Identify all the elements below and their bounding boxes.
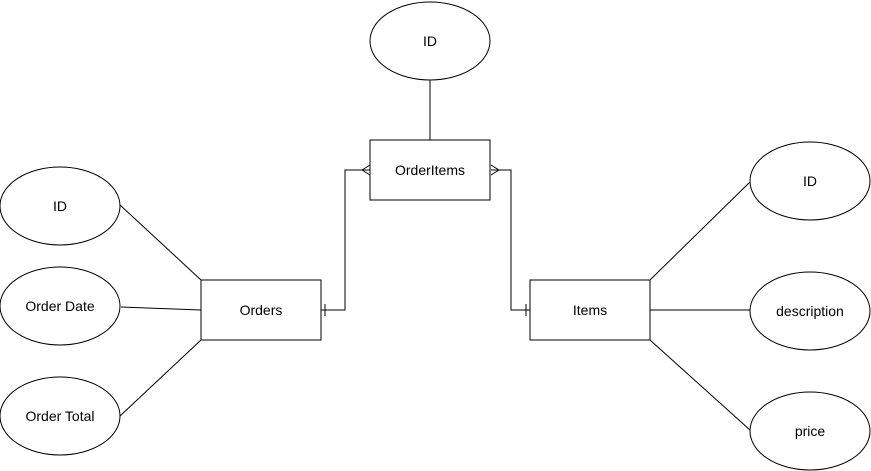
attribute-ellipse xyxy=(0,376,121,456)
entity-box xyxy=(369,139,491,201)
many-marker-upper xyxy=(361,164,371,171)
attribute-ellipse xyxy=(369,1,491,81)
attribute-label: Order Total xyxy=(26,408,95,424)
connector-orders-id xyxy=(119,204,202,281)
entity-orders: Orders xyxy=(200,279,322,341)
connector-items-id xyxy=(649,180,752,281)
attribute-order-date: Order Date xyxy=(0,266,121,346)
entity-label: Orders xyxy=(240,302,283,318)
attribute-description: description xyxy=(749,271,871,351)
many-marker-lower xyxy=(490,169,500,176)
attribute-orderitems-id: ID xyxy=(369,1,491,81)
relationship-line xyxy=(491,169,530,311)
attribute-label: price xyxy=(795,423,826,439)
attribute-ellipse xyxy=(0,166,121,246)
connector-orders-total xyxy=(119,339,202,417)
attribute-label: ID xyxy=(423,33,437,49)
entity-box xyxy=(200,279,322,341)
relationship-items-orderitems xyxy=(490,164,530,316)
attribute-order-total: Order Total xyxy=(0,376,121,456)
attribute-label: Order Date xyxy=(25,298,94,314)
attribute-price: price xyxy=(749,391,871,471)
relationship-line xyxy=(321,169,370,311)
entity-orderitems: OrderItems xyxy=(369,139,491,201)
relationship-orders-orderitems xyxy=(321,164,371,316)
attribute-ellipse xyxy=(749,141,871,221)
many-marker-lower xyxy=(361,169,371,176)
attribute-items-id: ID xyxy=(749,141,871,221)
entity-box xyxy=(529,279,651,341)
attribute-ellipse xyxy=(0,266,121,346)
attribute-ellipse xyxy=(749,271,871,351)
entity-items: Items xyxy=(529,279,651,341)
attribute-label: description xyxy=(776,303,844,319)
attribute-label: ID xyxy=(803,173,817,189)
entity-label: OrderItems xyxy=(395,162,465,178)
entity-label: Items xyxy=(573,302,607,318)
connector-items-price xyxy=(649,339,751,431)
many-marker-upper xyxy=(490,164,500,171)
attribute-orders-id: ID xyxy=(0,166,121,246)
attribute-ellipse xyxy=(749,391,871,471)
attribute-label: ID xyxy=(53,198,67,214)
connector-orders-date xyxy=(120,306,202,311)
attribute-connectors xyxy=(119,80,752,431)
